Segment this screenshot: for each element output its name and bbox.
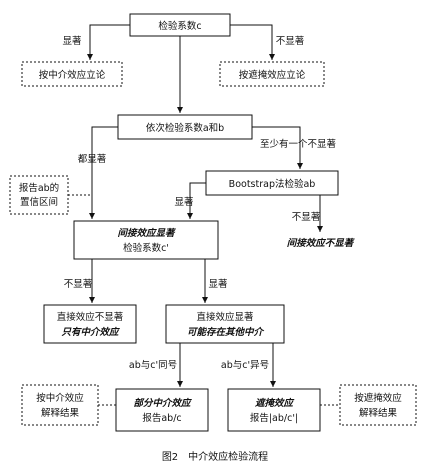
edge-boot-sig xyxy=(187,182,206,219)
edge-label-at-least-one-not: 至少有一个不显著 xyxy=(260,138,336,150)
edge-ab-all-sig xyxy=(89,126,118,219)
edge-label-significant: 显著 xyxy=(62,35,81,47)
box-by-mediation xyxy=(21,61,123,87)
node-by-mediation-explain-line2: 解释结果 xyxy=(41,407,80,419)
edge-ab-one-not xyxy=(252,126,303,169)
node-by-suppression-explain-line1: 按遮掩效应 xyxy=(354,392,402,404)
node-direct-sig-line2: 可能存在其他中介 xyxy=(187,326,265,338)
node-report-ci-line1: 报告ab的 xyxy=(19,182,59,194)
box-direct-sig xyxy=(165,304,285,344)
node-direct-not-sig-line1: 直接效应不显著 xyxy=(57,311,124,323)
edge-label-not-significant: 不显著 xyxy=(276,35,305,47)
edge-label-bootstrap-not-sig: 不显著 xyxy=(292,211,321,223)
box-indirect-sig xyxy=(73,220,219,260)
box-report-ci xyxy=(9,175,69,215)
node-indirect-sig-line2: 检验系数c' xyxy=(123,242,169,254)
edge-c-significant xyxy=(87,24,130,60)
node-indirect-sig-line1: 间接效应显著 xyxy=(117,227,176,239)
node-by-mediation-explain-line1: 按中介效应 xyxy=(36,392,84,404)
node-by-mediation: 按中介效应立论 xyxy=(39,69,106,81)
edge-label-cprime-sig: 显著 xyxy=(208,278,227,290)
node-report-ci-line2: 置信区间 xyxy=(20,196,58,208)
box-suppression xyxy=(227,388,321,432)
node-direct-sig-line1: 直接效应显著 xyxy=(196,311,253,323)
node-partial-line2: 报告ab/c xyxy=(142,412,181,424)
edge-label-diff-sign: ab与c'异号 xyxy=(221,360,269,371)
edge-label-bootstrap-sig: 显著 xyxy=(174,196,193,208)
node-by-suppression-explain-line2: 解释结果 xyxy=(359,407,398,419)
box-by-mediation-explain xyxy=(21,384,99,426)
node-by-suppression-top: 按遮掩效应立论 xyxy=(239,69,306,81)
box-partial xyxy=(115,388,209,432)
node-direct-not-sig-line2: 只有中介效应 xyxy=(61,326,120,338)
edge-c-not-significant xyxy=(230,24,275,60)
node-test-c: 检验系数c xyxy=(158,20,201,32)
node-suppression-line1: 遮掩效应 xyxy=(255,397,295,409)
node-indirect-not-sig: 间接效应不显著 xyxy=(287,237,355,249)
figure-caption: 图2 中介效应检验流程 xyxy=(162,450,268,463)
node-test-a-b: 依次检验系数a和b xyxy=(146,122,224,134)
box-direct-not-sig xyxy=(43,304,137,344)
edge-label-same-sign: ab与c'同号 xyxy=(129,360,177,371)
edge-label-cprime-not-sig: 不显著 xyxy=(64,278,93,290)
box-by-suppression-top xyxy=(219,61,325,87)
node-partial-line1: 部分中介效应 xyxy=(133,397,192,409)
edge-label-all-significant: 都显著 xyxy=(78,153,107,165)
node-suppression-line2: 报告|ab/c'| xyxy=(250,412,298,424)
node-bootstrap: Bootstrap法检验ab xyxy=(229,178,316,190)
box-by-suppression-explain xyxy=(339,384,417,426)
